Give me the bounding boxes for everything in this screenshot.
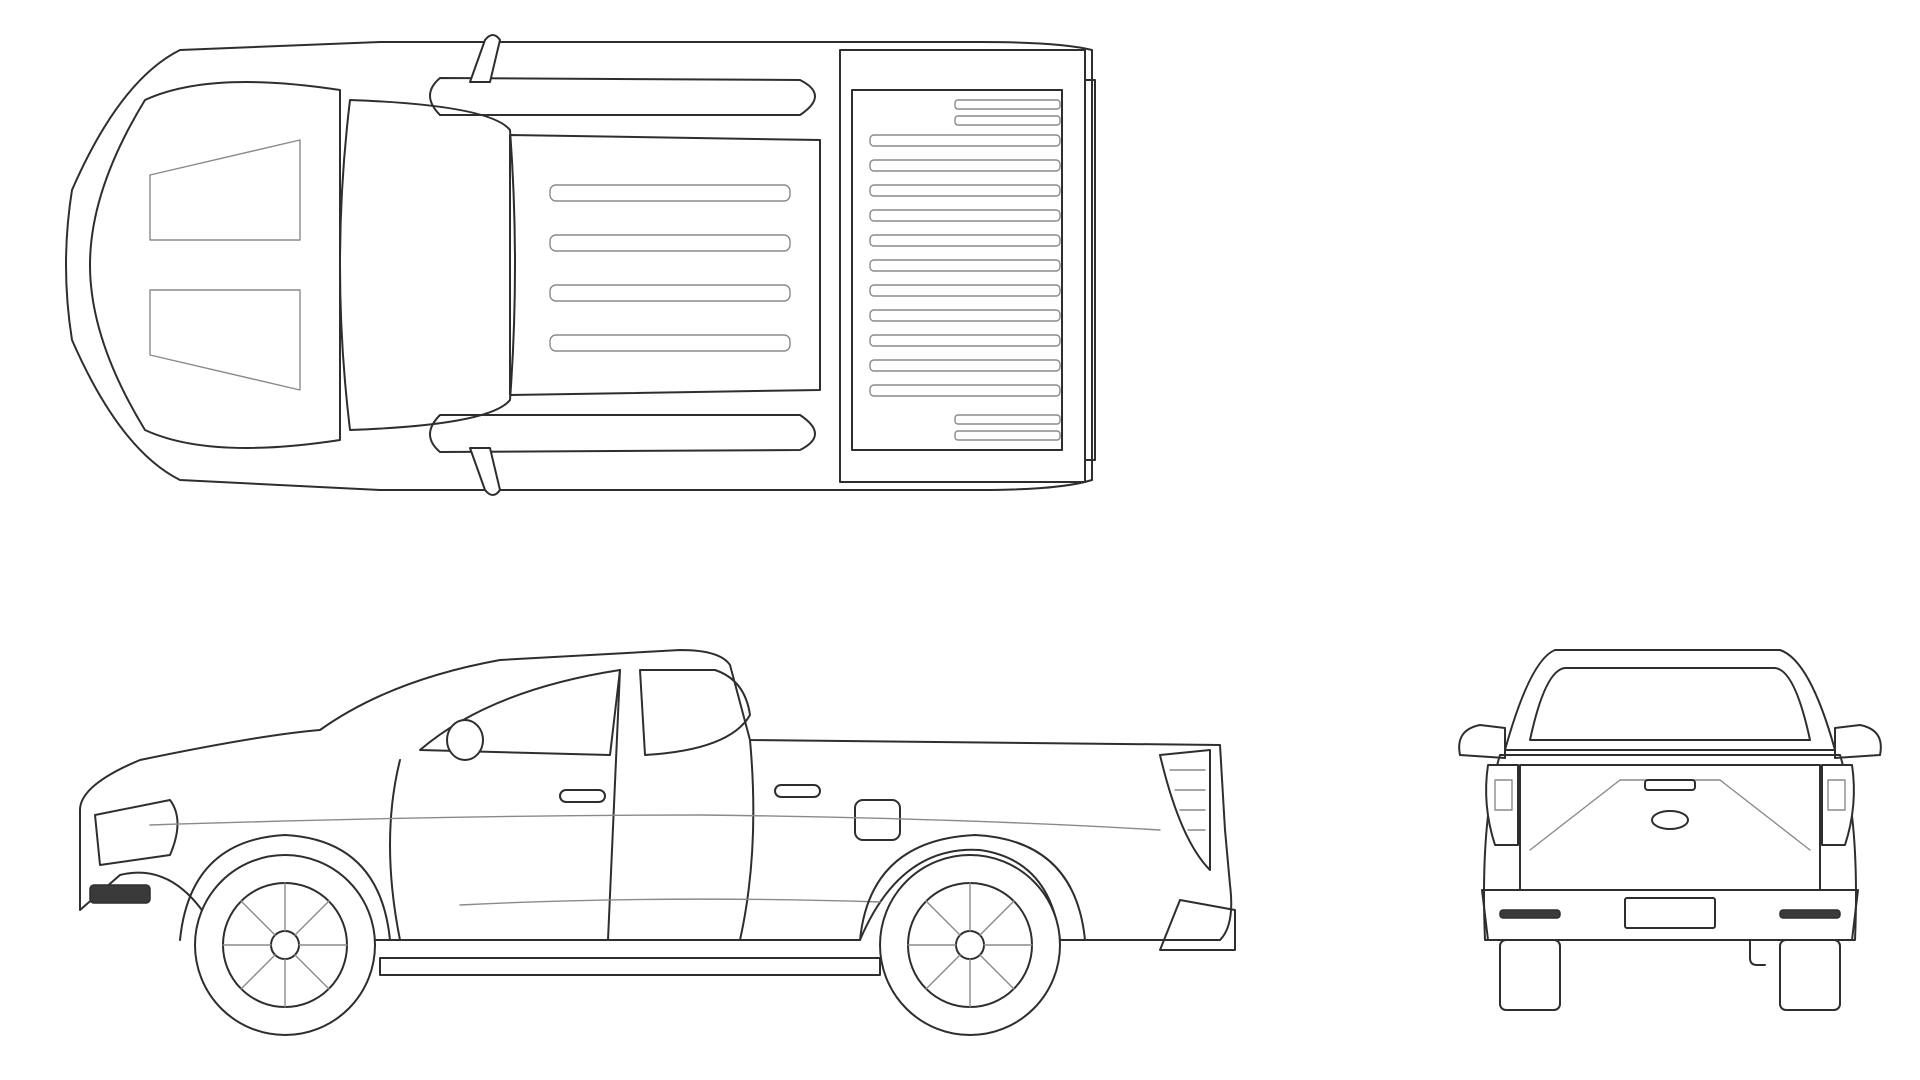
rear-tail-light-right [1821, 764, 1855, 846]
rear-bumper [1481, 889, 1859, 941]
rear-mirror-right [1834, 724, 1882, 759]
side-headlight [94, 799, 179, 866]
side-view-drawing [60, 640, 1260, 1080]
rear-tyre-right [1779, 939, 1841, 1011]
side-fog-light [89, 884, 151, 904]
side-rear-bumper [1159, 899, 1236, 951]
rear-license-plate [1624, 897, 1716, 929]
rear-cab [1504, 649, 1836, 751]
rear-window [1529, 667, 1811, 741]
top-roof-ribs [549, 184, 791, 352]
rear-mirror-left [1458, 724, 1506, 759]
rear-logo [1651, 810, 1689, 830]
top-body-outline [65, 41, 1093, 491]
side-mirror [446, 719, 484, 761]
top-window-left [429, 77, 816, 116]
side-window-front [419, 669, 621, 756]
top-bed-corner-ribs [954, 99, 1061, 441]
rear-tow-hitch [1749, 939, 1766, 966]
top-view-drawing [60, 20, 1260, 520]
top-bed-floor [851, 89, 1063, 451]
side-tail-light [1159, 749, 1211, 871]
side-running-board [379, 957, 881, 976]
side-fuel-cap [854, 799, 901, 841]
side-door-handle-rear [774, 784, 821, 798]
rear-view-drawing [1420, 640, 1920, 1080]
side-door-rear-edge [739, 739, 755, 941]
rear-tail-light-left [1485, 764, 1519, 846]
side-door-front-edge [389, 759, 401, 941]
side-wheel-front [194, 854, 376, 1036]
top-tailgate [1084, 79, 1096, 461]
top-mirror-left [469, 34, 501, 83]
rear-reflector-right [1779, 909, 1841, 919]
top-hood [89, 81, 341, 449]
top-mirror-right [469, 447, 501, 496]
rear-third-light [1644, 779, 1696, 791]
side-door-handle-front [559, 789, 606, 803]
side-door-split [607, 669, 621, 941]
top-window-right [429, 414, 816, 453]
side-window-rear [639, 669, 751, 756]
side-wheel-arch-front [179, 834, 391, 941]
top-bed-outline [839, 49, 1086, 483]
rear-reflector-left [1499, 909, 1561, 919]
side-body-outline [79, 649, 1233, 941]
top-bed-ribs [869, 134, 1061, 397]
top-roof [509, 134, 821, 396]
top-windshield [339, 99, 516, 431]
side-wheel-rear [879, 854, 1061, 1036]
side-wheel-arch-rear [859, 834, 1086, 941]
rear-tyre-left [1499, 939, 1561, 1011]
